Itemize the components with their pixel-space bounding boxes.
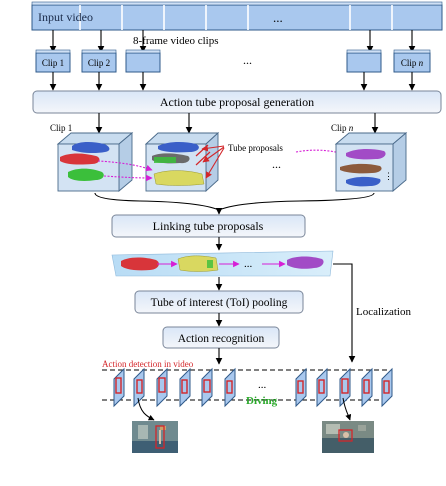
linked-purple bbox=[287, 256, 324, 269]
frame-card bbox=[381, 367, 393, 408]
cube-n-dots: ⋮ bbox=[384, 171, 393, 181]
linking-label: Linking tube proposals bbox=[153, 219, 264, 233]
gen-to-cube-arrows bbox=[95, 113, 379, 134]
clips-caption: 8-frame video clips bbox=[133, 35, 219, 47]
proposal-generation-box: Action tube proposal generation bbox=[32, 90, 442, 114]
clip-box-3 bbox=[125, 49, 161, 73]
ribbon-ellipsis: ... bbox=[244, 258, 253, 270]
bottom-margin bbox=[0, 480, 446, 486]
detection-caption: Action detection in video bbox=[102, 359, 194, 369]
frame-card bbox=[339, 367, 351, 408]
frame-dividers bbox=[79, 5, 393, 30]
localization-arrow bbox=[333, 263, 356, 363]
toi-pooling-box: Tube of interest (ToI) pooling bbox=[134, 290, 304, 314]
frame-card bbox=[179, 367, 191, 408]
frame-card bbox=[133, 367, 145, 408]
merge-brace bbox=[94, 192, 375, 211]
clip-cube-2 bbox=[144, 131, 220, 193]
action-class-label: Diving bbox=[246, 395, 278, 407]
frame-card bbox=[224, 367, 236, 408]
clip-2-label: Clip 2 bbox=[88, 58, 110, 68]
cube-n-label: Clip n bbox=[331, 123, 354, 133]
clip-box-1: Clip 1 bbox=[35, 49, 71, 73]
proposal-generation-label: Action tube proposal generation bbox=[160, 95, 314, 109]
clip-box-2: Clip 2 bbox=[81, 49, 117, 73]
clips-ellipsis: ... bbox=[243, 53, 252, 67]
frame-card bbox=[295, 367, 307, 408]
clip-box-4 bbox=[346, 49, 382, 73]
tube-proposals-label: Tube proposals bbox=[228, 143, 283, 153]
frame-card bbox=[156, 367, 168, 408]
detection-frames-left bbox=[113, 367, 236, 408]
detection-frames-right bbox=[295, 367, 393, 408]
video-to-clip-arrows bbox=[49, 30, 416, 53]
toi-pooling-label: Tube of interest (ToI) pooling bbox=[151, 297, 288, 309]
tube-yellow-2 bbox=[153, 170, 205, 186]
frames-ellipsis: ... bbox=[258, 379, 267, 391]
link-arrows-1-2 bbox=[97, 160, 153, 182]
tube-green-2 bbox=[154, 157, 176, 163]
tube-red bbox=[60, 153, 100, 165]
tube-purple-n bbox=[346, 148, 386, 160]
localization-label: Localization bbox=[356, 306, 411, 318]
frame-card bbox=[113, 367, 125, 408]
linked-tube-ribbon: ... bbox=[111, 250, 334, 277]
cube-1-label: Clip 1 bbox=[50, 123, 72, 133]
frame-card bbox=[201, 367, 213, 408]
clip-n-label: Clip n bbox=[401, 58, 424, 68]
action-recognition-label: Action recognition bbox=[178, 333, 265, 345]
input-ellipsis: ... bbox=[273, 10, 283, 25]
clip-to-gen-arrows bbox=[49, 72, 416, 91]
proposal-pointer-arrows bbox=[201, 144, 225, 179]
linking-box: Linking tube proposals bbox=[111, 214, 306, 238]
tube-green bbox=[68, 168, 104, 181]
linked-red bbox=[121, 257, 159, 271]
clip-boxes: Clip 1 Clip 2 ... Clip n bbox=[35, 49, 431, 73]
thumbnail-left bbox=[132, 421, 178, 453]
action-recognition-box: Action recognition bbox=[162, 326, 280, 349]
clip-cube-1 bbox=[56, 132, 134, 192]
tube-brown-n bbox=[340, 163, 382, 174]
clip-cube-n: ⋮ bbox=[334, 132, 408, 192]
frame-card bbox=[361, 367, 373, 408]
frame-card bbox=[316, 367, 328, 408]
input-video-strip: Input video ... bbox=[31, 1, 443, 31]
tube-blue-2 bbox=[158, 141, 199, 153]
cubes-ellipsis: ... bbox=[272, 157, 281, 171]
clip-1-label: Clip 1 bbox=[42, 58, 64, 68]
tube-blue bbox=[72, 141, 110, 154]
input-video-label: Input video bbox=[38, 10, 93, 24]
tube-blue-n bbox=[346, 176, 381, 187]
clip-box-n: Clip n bbox=[393, 49, 431, 73]
thumbnail-right bbox=[322, 421, 374, 453]
